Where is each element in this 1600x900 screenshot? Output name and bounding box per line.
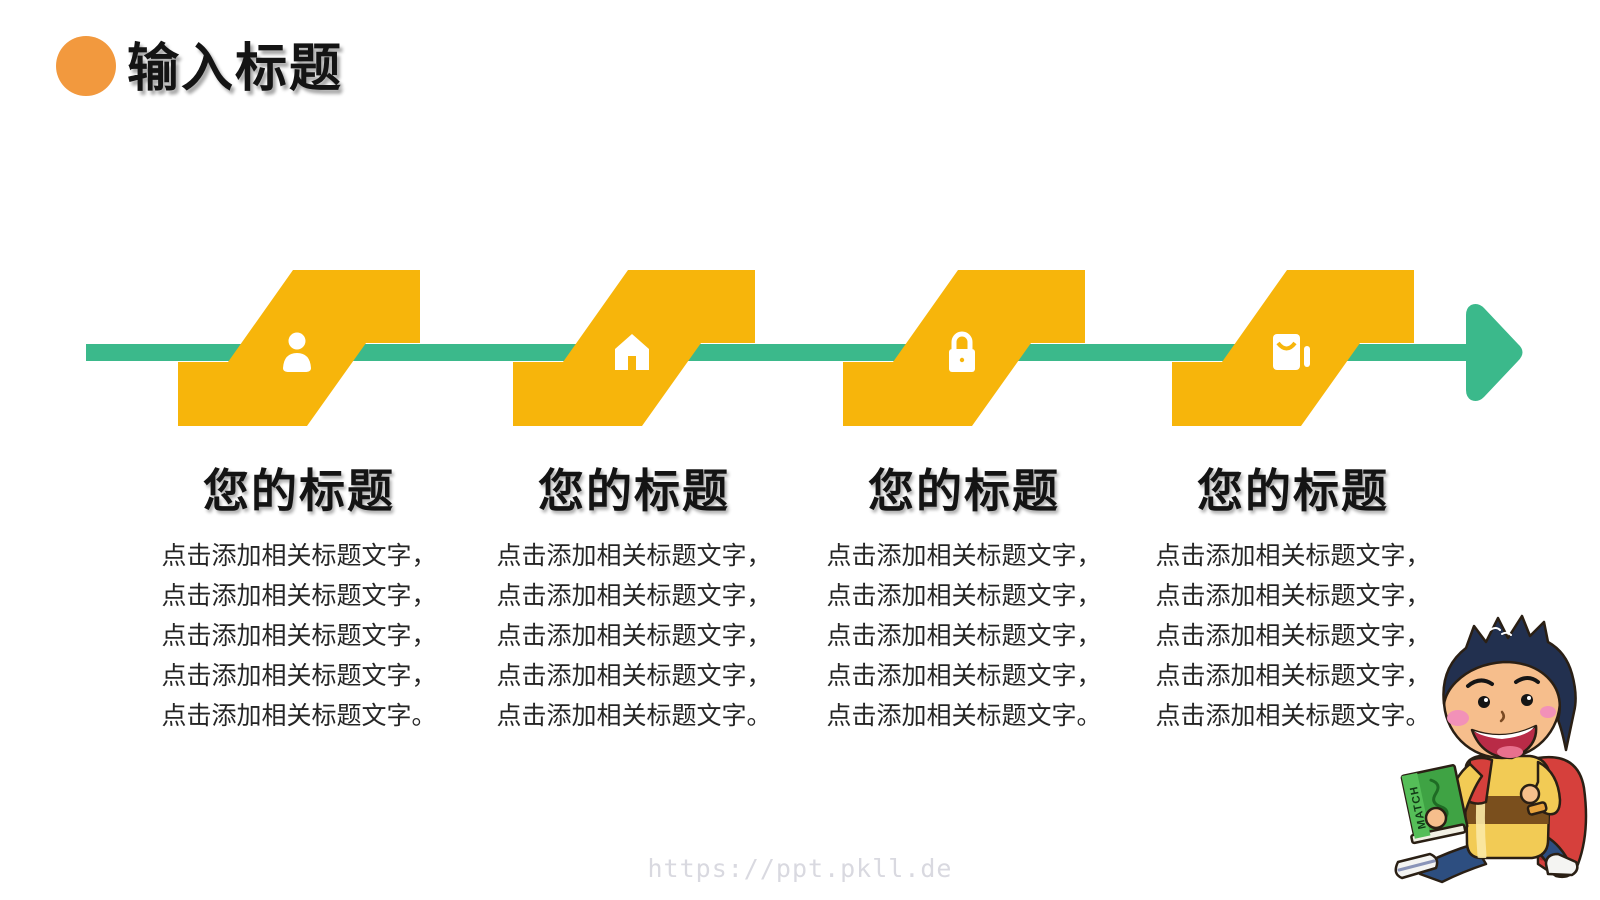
body-line: 点击添加相关标题文字。 [826, 702, 1102, 730]
body-line: 点击添加相关标题文字， [826, 662, 1102, 690]
step-heading[interactable]: 您的标题 [538, 465, 730, 517]
body-line: 点击添加相关标题文字， [496, 582, 772, 610]
step-body-placeholder[interactable]: 点击添加相关标题文字， 点击添加相关标题文字， 点击添加相关标题文字， 点击添加… [814, 536, 1114, 736]
step-column-3: 您的标题 点击添加相关标题文字， 点击添加相关标题文字， 点击添加相关标题文字，… [814, 462, 1114, 736]
body-line: 点击添加相关标题文字， [1155, 542, 1431, 570]
timeline-bar [86, 344, 1474, 361]
body-line: 点击添加相关标题文字， [826, 622, 1102, 650]
body-line: 点击添加相关标题文字。 [1155, 702, 1431, 730]
arrow-head-icon [1466, 304, 1523, 401]
step-heading[interactable]: 您的标题 [1197, 465, 1389, 517]
step-body-placeholder[interactable]: 点击添加相关标题文字， 点击添加相关标题文字， 点击添加相关标题文字， 点击添加… [1143, 536, 1443, 736]
step-body-placeholder[interactable]: 点击添加相关标题文字， 点击添加相关标题文字， 点击添加相关标题文字， 点击添加… [484, 536, 784, 736]
watermark-url: https://ppt.pkll.de [647, 854, 953, 883]
body-line: 点击添加相关标题文字， [1155, 662, 1431, 690]
shopping-bag-icon [1273, 334, 1310, 370]
step-body-placeholder[interactable]: 点击添加相关标题文字， 点击添加相关标题文字， 点击添加相关标题文字， 点击添加… [149, 536, 449, 736]
body-line: 点击添加相关标题文字。 [496, 702, 772, 730]
body-line: 点击添加相关标题文字， [1155, 582, 1431, 610]
body-line: 点击添加相关标题文字， [1155, 622, 1431, 650]
body-line: 点击添加相关标题文字， [161, 542, 437, 570]
lock-icon [949, 331, 975, 372]
step-heading[interactable]: 您的标题 [203, 465, 395, 517]
body-line: 点击添加相关标题文字， [161, 582, 437, 610]
cartoon-boy-illustration: MATCH [1394, 614, 1588, 884]
step-column-1: 您的标题 点击添加相关标题文字， 点击添加相关标题文字， 点击添加相关标题文字，… [149, 462, 449, 736]
body-line: 点击添加相关标题文字， [161, 622, 437, 650]
body-line: 点击添加相关标题文字， [826, 542, 1102, 570]
step-heading[interactable]: 您的标题 [868, 465, 1060, 517]
body-line: 点击添加相关标题文字， [496, 662, 772, 690]
step-column-2: 您的标题 点击添加相关标题文字， 点击添加相关标题文字， 点击添加相关标题文字，… [484, 462, 784, 736]
step-column-4: 您的标题 点击添加相关标题文字， 点击添加相关标题文字， 点击添加相关标题文字，… [1143, 462, 1443, 736]
body-line: 点击添加相关标题文字， [826, 582, 1102, 610]
user-icon [283, 332, 311, 372]
body-line: 点击添加相关标题文字， [496, 542, 772, 570]
step-shape-3 [843, 270, 1085, 426]
body-line: 点击添加相关标题文字， [161, 662, 437, 690]
home-icon [615, 334, 649, 370]
slide-title[interactable]: 输入标题 [127, 40, 344, 98]
book: MATCH [1400, 764, 1469, 845]
body-line: 点击添加相关标题文字， [496, 622, 772, 650]
body-line: 点击添加相关标题文字。 [161, 702, 437, 730]
title-bullet-dot [56, 36, 116, 96]
